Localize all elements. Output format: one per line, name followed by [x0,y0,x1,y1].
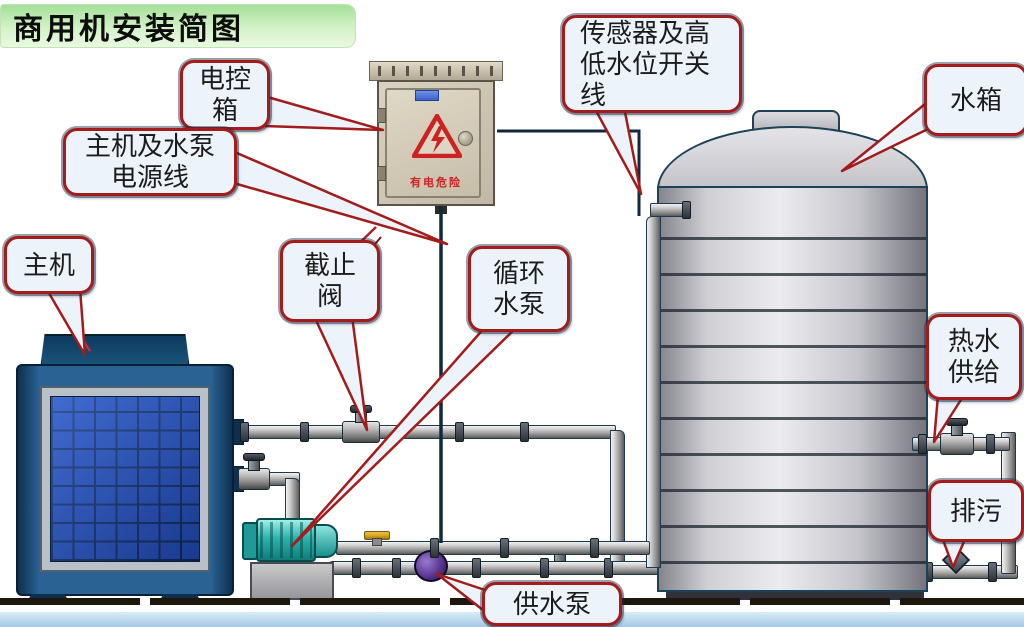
control-box-cable-gland [435,206,447,214]
circulation-pump-body [256,518,316,562]
pipe-coupling [455,422,464,442]
pipe-coupling [430,538,439,558]
pipe-coupling [240,422,249,442]
callout-drain: 排污 [928,480,1024,542]
callout-hot-water: 热水 供给 [926,314,1022,400]
callout-control-box: 电控 箱 [180,60,270,130]
pipe-coupling [500,538,509,558]
callout-sensor-line: 传感器及高 低水位开关 线 [562,15,742,113]
middle-pipe-valve-handle [243,453,265,461]
control-box-roof [369,61,503,81]
pipe-tank-riser [646,216,661,568]
tank-dome [657,126,928,190]
electric-warning-text: 有电危险 [410,177,462,189]
circulation-pump-fins [260,522,312,558]
callout-main-unit: 主机 [4,236,94,294]
circulation-pump-cap [314,524,338,558]
pipe-upper-downcomer [610,430,625,562]
pipe-coupling [392,558,401,578]
pipe-coupling [986,434,995,454]
stop-valve-handle [350,405,372,413]
pipe-coupling [604,558,613,578]
tank-ribs [659,204,926,586]
callout-supply-pump: 供水泵 [482,582,622,626]
pipe-coupling [590,538,599,558]
pipe-pump-outlet [336,541,650,555]
pipe-coupling [540,558,549,578]
stop-valve-body [342,421,380,443]
yellow-valve-stem [372,538,382,546]
control-box-hinge [377,108,386,123]
pipe-coupling [988,562,997,582]
pipe-coupling [300,422,309,442]
page-title: 商用机安装简图 [13,13,244,46]
pipe-coupling [520,422,529,442]
heat-pump-grille [50,396,200,562]
callout-tail-supply-pump [435,572,490,616]
callout-circulation-pump: 循环 水泵 [468,246,570,332]
control-box-keyhole [458,131,473,146]
callout-water-tank: 水箱 [924,64,1024,136]
hot-water-valve-handle [946,418,968,426]
control-box-roof-vents [378,66,494,76]
control-box-body: 有电危险 [377,80,495,206]
callout-tail-control-box [262,94,385,132]
pump-base-block [250,562,334,600]
pipe-coupling [682,201,691,219]
hot-water-valve-body [940,433,974,455]
callout-tail-sensor-line [592,105,643,196]
sensor-wire [497,129,641,216]
tank-body [657,186,928,592]
callout-power-line: 主机及水泵 电源线 [63,128,237,196]
middle-pipe-valve-body [238,468,270,490]
pipe-coupling [352,558,361,578]
control-box-label [415,90,439,101]
callout-stop-valve: 截止 阀 [280,240,380,322]
pipe-coupling [472,558,481,578]
pipe-coupling [918,434,927,454]
pipe-bottom-supply [330,561,664,575]
pipe-upper [224,425,616,439]
title-banner: 商用机安装简图 [0,4,356,48]
electric-warning-icon [412,114,462,158]
